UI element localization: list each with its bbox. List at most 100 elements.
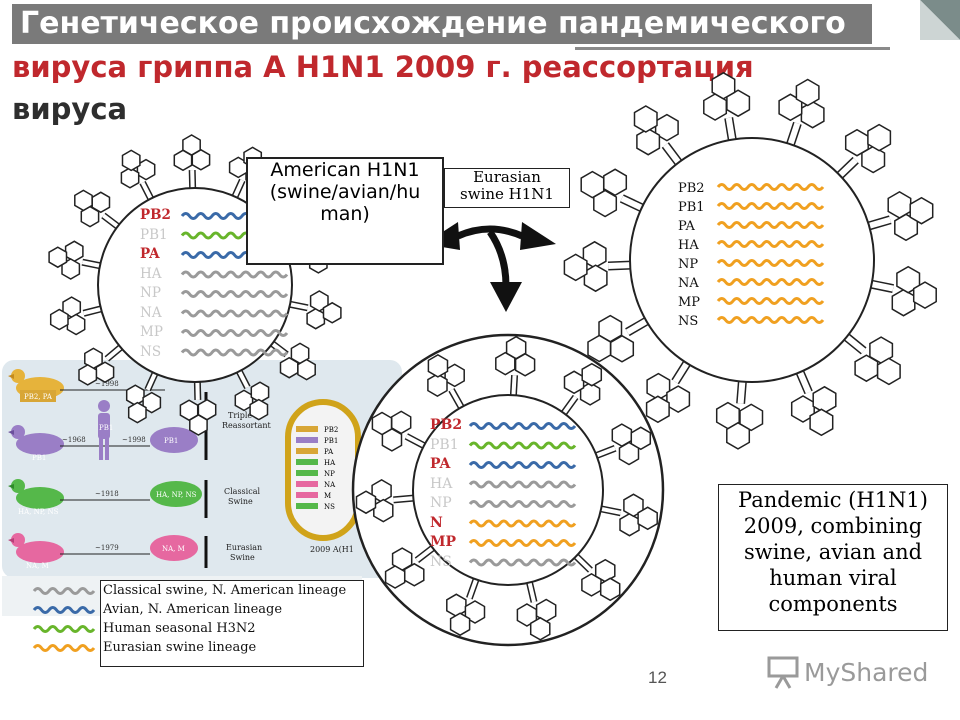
spike-stem (527, 582, 536, 603)
spike-stem (145, 372, 157, 391)
presentation-icon (767, 656, 799, 689)
pandemic-line-5: components (768, 592, 898, 616)
gene-label: NA (140, 304, 162, 321)
spike-stem (620, 195, 643, 211)
eurasian-inset-label: Eurasian (226, 543, 262, 552)
hemagglutinin-icon (384, 565, 406, 589)
hemagglutinin-icon (80, 205, 100, 228)
legend-swatch (32, 625, 96, 633)
gene-label: PB2 (430, 417, 463, 433)
host-result: HA, NP, NS (156, 491, 197, 499)
hemagglutinin-icon (182, 134, 201, 156)
svg-text:NS: NS (324, 503, 335, 511)
gene-label: PA (140, 246, 160, 262)
gene-wave (468, 519, 577, 528)
hemagglutinin-icon (623, 493, 644, 518)
american-h1n1-label: American H1N1 (swine/avian/hu man) (246, 157, 444, 265)
gene-wave (716, 316, 825, 324)
svg-text:M: M (324, 492, 331, 500)
host-year: ~1968 (62, 436, 86, 444)
hemagglutinin-icon (403, 562, 425, 587)
spike-stem (797, 370, 812, 394)
inset-virus: PB2 PB1 PA HA NP NA M NS (285, 399, 361, 541)
hemagglutinin-icon (250, 381, 270, 404)
spike-stem (837, 157, 858, 178)
gene-label: NP (430, 495, 452, 511)
pig-icon: NA, M (150, 535, 198, 561)
hemagglutinin-icon (427, 373, 448, 397)
spike-stem (81, 260, 101, 268)
watermark-text: MyShared (804, 658, 929, 687)
hemagglutinin-icon (703, 93, 728, 121)
host-tag: PB2, PA (24, 393, 53, 401)
gene-label: PB1 (678, 200, 705, 215)
hemagglutinin-icon (355, 490, 377, 515)
hemagglutinin-icon (867, 123, 892, 152)
title-rule (575, 47, 890, 50)
host-year: ~1979 (95, 544, 119, 552)
hemagglutinin-icon (74, 189, 93, 212)
legend-swatches (32, 587, 96, 652)
inset-hosts: PB2, PA ~1998 PB1 ~1968 ~1998 PB1 PB1 (8, 369, 361, 570)
gene-wave (468, 441, 577, 450)
legend-label: Avian, N. American lineage (103, 602, 283, 617)
spike-stem (83, 306, 102, 316)
gene-wave (468, 480, 577, 489)
gene-wave (716, 183, 825, 191)
hemagglutinin-icon (249, 398, 269, 421)
duck-icon: NA, M (8, 533, 64, 570)
svg-text:PA: PA (324, 448, 334, 456)
pandemic-description: Pandemic (H1N1) 2009, combining swine, a… (718, 484, 948, 631)
hemagglutinin-icon (95, 361, 115, 384)
eurasian-label-line-1: Eurasian (473, 168, 541, 186)
hemagglutinin-icon (587, 334, 612, 363)
hemagglutinin-icon (739, 403, 764, 432)
hemagglutinin-icon (711, 71, 736, 100)
hemagglutinin-icon (581, 362, 603, 387)
gene-label: MP (678, 295, 701, 310)
human-icon: PB1 (98, 400, 113, 460)
page-corner (920, 0, 960, 40)
host-year: ~1998 (95, 380, 119, 388)
hemagglutinin-icon (844, 128, 869, 157)
gene-label: PA (678, 219, 695, 234)
svg-text:HA: HA (324, 459, 336, 467)
gene-label: NS (678, 314, 699, 329)
gene-label: PB2 (678, 181, 705, 196)
hemagglutinin-icon (371, 411, 393, 436)
hemagglutinin-icon (599, 577, 621, 602)
spike-stem (449, 388, 464, 409)
gene-label: HA (678, 238, 699, 253)
legend-label: Human seasonal H3N2 (103, 621, 256, 636)
spike-stem (562, 395, 578, 415)
gene-wave (716, 221, 825, 229)
hemagglutinin-icon (636, 127, 661, 156)
host-tag: NA, M (26, 562, 49, 570)
subtitle: вируса гриппа А H1N1 2009 г. реассортаци… (12, 46, 872, 130)
watermark: MyShared (766, 654, 936, 694)
gene-label: PA (430, 456, 451, 472)
hemagglutinin-icon (633, 105, 658, 133)
svg-text:PB1: PB1 (324, 437, 338, 445)
hemagglutinin-icon (594, 558, 616, 583)
hemagglutinin-icon (812, 385, 837, 414)
spike-stem (725, 117, 736, 141)
pandemic-line-1: Pandemic (H1N1) (738, 488, 928, 512)
hemagglutinin-icon (529, 616, 551, 641)
spike-stem (511, 375, 517, 396)
gene-label: MP (140, 324, 163, 340)
gene-wave (180, 270, 289, 279)
hemagglutinin-icon (563, 253, 588, 282)
hemagglutinin-icon (514, 352, 536, 377)
gene-label: NP (140, 285, 161, 301)
hemagglutinin-icon (563, 370, 585, 395)
legend-item: Human seasonal H3N2 (101, 619, 363, 638)
hemagglutinin-icon (609, 334, 635, 363)
gene-wave (468, 500, 577, 508)
hemagglutinin-icon (795, 78, 820, 107)
hemagglutinin-icon (306, 307, 326, 330)
spike-stem (467, 578, 478, 599)
spike-stem (105, 345, 122, 361)
